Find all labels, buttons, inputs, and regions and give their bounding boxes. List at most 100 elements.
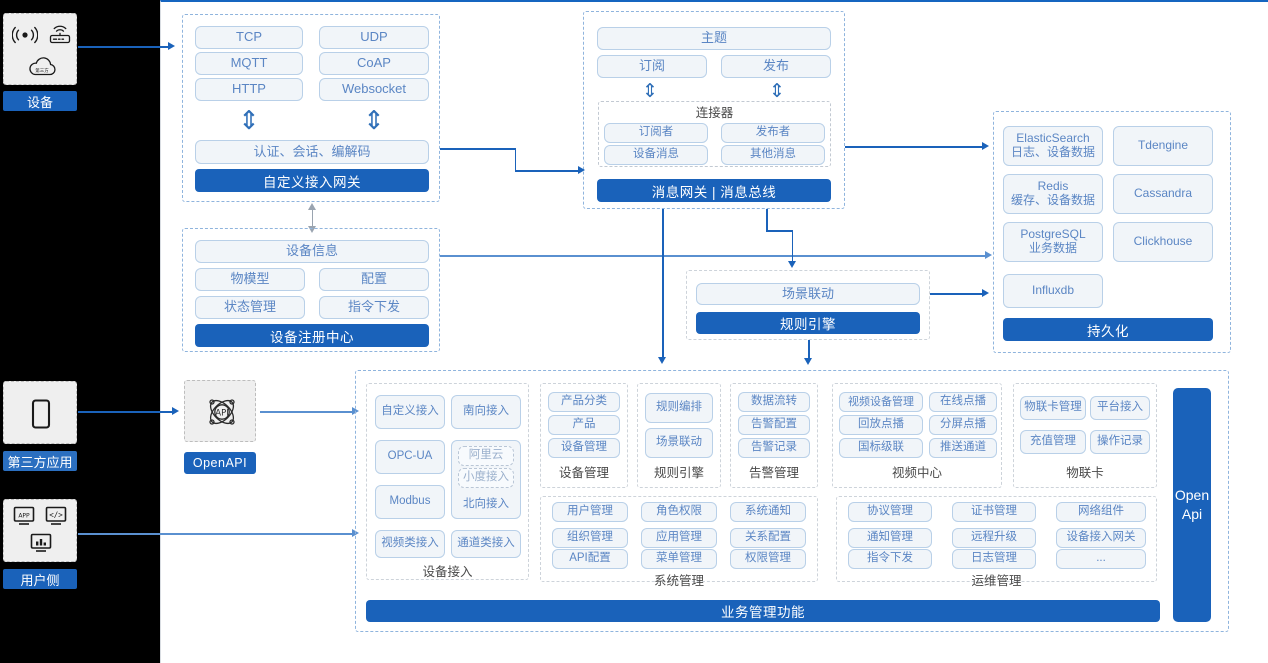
tile-modbus[interactable]: Modbus — [375, 485, 445, 519]
tile-video-access[interactable]: 视频类接入 — [375, 530, 445, 558]
config-box[interactable]: 配置 — [319, 268, 429, 291]
rule-engine-bar[interactable]: 规则引擎 — [696, 312, 920, 334]
db-clickhouse-label: Clickhouse — [1133, 234, 1193, 249]
persistence-bar[interactable]: 持久化 — [1003, 318, 1213, 341]
tile-operation-record[interactable]: 操作记录 — [1090, 430, 1150, 454]
topic-box[interactable]: 主题 — [597, 27, 831, 50]
tile-protocol-management[interactable]: 协议管理 — [848, 502, 932, 522]
protocol-http[interactable]: HTTP — [195, 78, 303, 101]
connector-group-title: 连接器 — [598, 102, 831, 120]
tile-log-management[interactable]: 日志管理 — [952, 549, 1036, 569]
tile-user-management[interactable]: 用户管理 — [552, 502, 628, 522]
scene-linkage-box[interactable]: 场景联动 — [696, 283, 920, 305]
openapi-label: OpenAPI — [192, 456, 248, 470]
subscribe-box[interactable]: 订阅 — [597, 55, 707, 78]
tile-relation-config[interactable]: 关系配置 — [730, 528, 806, 548]
protocol-websocket[interactable]: Websocket — [319, 78, 429, 101]
tile-gb-cascade[interactable]: 国标级联 — [839, 438, 923, 458]
db-cassandra[interactable]: Cassandra — [1113, 174, 1213, 214]
db-influxdb[interactable]: Influxdb — [1003, 274, 1103, 308]
tile-recharge-management[interactable]: 充值管理 — [1020, 430, 1086, 454]
tile-product-label: 产品 — [572, 418, 596, 431]
tile-xiaodu-access-label: 小度接入 — [463, 471, 509, 484]
connector-publisher[interactable]: 发布者 — [721, 123, 825, 143]
tile-online-vod[interactable]: 在线点播 — [929, 392, 997, 412]
tile-notification-management[interactable]: 通知管理 — [848, 528, 932, 548]
tile-remote-upgrade[interactable]: 远程升级 — [952, 528, 1036, 548]
connector-subscriber[interactable]: 订阅者 — [604, 123, 708, 143]
tile-role-permission[interactable]: 角色权限 — [641, 502, 717, 522]
business-footer-bar[interactable]: 业务管理功能 — [366, 600, 1160, 622]
device-registry-label: 设备注册中心 — [270, 329, 354, 345]
auth-session-codec[interactable]: 认证、会话、编解码 — [195, 140, 429, 164]
tile-platform-access[interactable]: 平台接入 — [1090, 396, 1150, 420]
protocol-udp[interactable]: UDP — [319, 26, 429, 49]
tile-api-config[interactable]: API配置 — [552, 549, 628, 569]
tile-split-screen-vod[interactable]: 分屏点播 — [929, 415, 997, 435]
subscribe-label: 订阅 — [638, 58, 665, 74]
device-registry-bar[interactable]: 设备注册中心 — [195, 324, 429, 347]
tile-org-management[interactable]: 组织管理 — [552, 528, 628, 548]
tile-playback-vod[interactable]: 回放点播 — [839, 415, 923, 435]
db-clickhouse[interactable]: Clickhouse — [1113, 222, 1213, 262]
openapi-bar[interactable]: OpenAPI — [184, 452, 256, 474]
tile-channel-access[interactable]: 通道类接入 — [451, 530, 521, 558]
group-caption-iot-card-text: 物联卡 — [1066, 465, 1104, 480]
tile-video-device-management[interactable]: 视频设备管理 — [839, 392, 923, 412]
tile-protocol-management-label: 协议管理 — [867, 505, 913, 518]
tile-app-management[interactable]: 应用管理 — [641, 528, 717, 548]
tile-data-flow[interactable]: 数据流转 — [738, 392, 810, 412]
connector-device-message[interactable]: 设备消息 — [604, 145, 708, 165]
group-caption-ops-management: 运维管理 — [836, 571, 1157, 588]
protocol-tcp[interactable]: TCP — [195, 26, 303, 49]
arrow-gw-to-msg — [578, 166, 585, 174]
tile-network-component[interactable]: 网络组件 — [1056, 502, 1146, 522]
connector-publisher-label: 发布者 — [755, 126, 791, 139]
db-tdengine[interactable]: Tdengine — [1113, 126, 1213, 166]
tile-alarm-config[interactable]: 告警配置 — [738, 415, 810, 435]
arrow-device-to-gateway — [168, 41, 175, 50]
tile-opc-ua[interactable]: OPC-UA — [375, 440, 445, 474]
publish-box[interactable]: 发布 — [721, 55, 831, 78]
tile-permission-management[interactable]: 权限管理 — [730, 549, 806, 569]
thing-model-box[interactable]: 物模型 — [195, 268, 305, 291]
protocol-mqtt[interactable]: MQTT — [195, 52, 303, 75]
tile-command-dispatch[interactable]: 指令下发 — [848, 549, 932, 569]
openapi-side-bar[interactable]: Open Api — [1173, 388, 1211, 622]
custom-access-gateway-bar[interactable]: 自定义接入网关 — [195, 169, 429, 192]
business-group — [355, 370, 1229, 632]
bidirectional-arrow-left: ⇕ — [238, 106, 260, 136]
tile-alarm-record[interactable]: 告警记录 — [738, 438, 810, 458]
device-info-box[interactable]: 设备信息 — [195, 240, 429, 263]
connector-other-message[interactable]: 其他消息 — [721, 145, 825, 165]
db-cassandra-label: Cassandra — [1133, 186, 1193, 201]
tile-xiaodu-access[interactable]: 小度接入 — [458, 468, 514, 488]
tile-aliyun[interactable]: 阿里云 — [458, 446, 514, 466]
tile-device-access-gateway[interactable]: 设备接入网关 — [1056, 528, 1146, 548]
tile-rule-orchestration[interactable]: 规则编排 — [645, 393, 713, 423]
tile-product[interactable]: 产品 — [548, 415, 620, 435]
tile-more[interactable]: ... — [1056, 549, 1146, 569]
state-mgmt-box[interactable]: 状态管理 — [195, 296, 305, 319]
tile-menu-management[interactable]: 菜单管理 — [641, 549, 717, 569]
tile-device-management[interactable]: 设备管理 — [548, 438, 620, 458]
tile-system-notification[interactable]: 系统通知 — [730, 502, 806, 522]
protocol-coap[interactable]: CoAP — [319, 52, 429, 75]
tile-more-label: ... — [1096, 552, 1106, 565]
tile-custom-access[interactable]: 自定义接入 — [375, 395, 445, 429]
tile-certificate-management[interactable]: 证书管理 — [952, 502, 1036, 522]
tile-southbound-access[interactable]: 南向接入 — [451, 395, 521, 429]
rail-label-device: 设备 — [3, 91, 77, 111]
tile-product-category[interactable]: 产品分类 — [548, 392, 620, 412]
user-side-icon-box: APP </> — [3, 499, 77, 562]
message-gateway-bar[interactable]: 消息网关 | 消息总线 — [597, 179, 831, 202]
group-caption-ops-management-text: 运维管理 — [971, 573, 1022, 588]
tile-push-channel[interactable]: 推送通道 — [929, 438, 997, 458]
tile-scene-linkage[interactable]: 场景联动 — [645, 428, 713, 458]
tile-scene-linkage-label: 场景联动 — [656, 436, 702, 449]
command-dispatch-box[interactable]: 指令下发 — [319, 296, 429, 319]
tile-iot-card-management[interactable]: 物联卡管理 — [1020, 396, 1086, 420]
